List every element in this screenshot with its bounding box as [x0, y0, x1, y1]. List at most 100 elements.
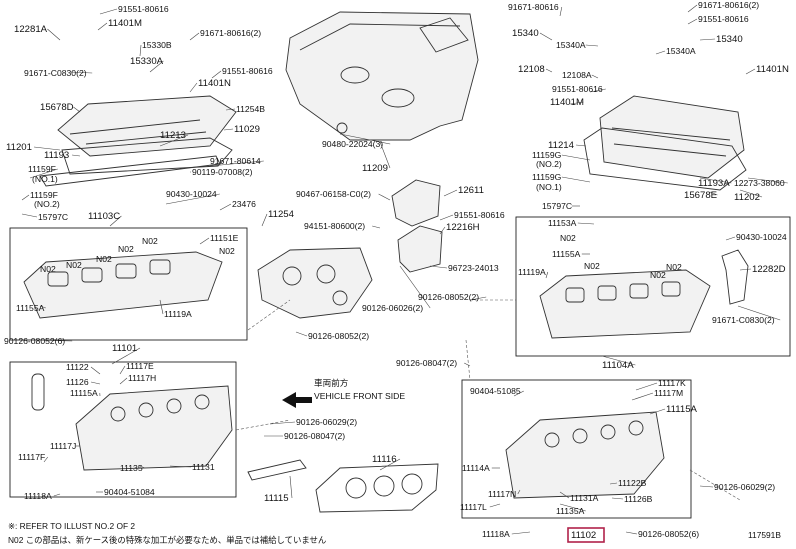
left-cover-gasket-part: [39, 155, 221, 187]
leader-line: [21, 194, 30, 201]
part-label: 96723-24013: [448, 263, 499, 273]
leader-line: [261, 213, 268, 227]
leader-line: [29, 168, 58, 179]
connector-dash: [235, 419, 291, 431]
part-label: 11117M: [654, 388, 683, 398]
leader-line: [378, 193, 391, 201]
part-label: 15340A: [556, 40, 586, 50]
leader-line: [372, 225, 381, 229]
leader-line: [699, 177, 732, 184]
leader-line: [611, 497, 624, 500]
part-label: N02: [96, 254, 112, 264]
part-label: 11254B: [236, 104, 265, 114]
catalog-code: 117591B: [748, 530, 781, 540]
part-label: 15678E: [684, 190, 717, 201]
leader-line: [739, 189, 763, 198]
part-label: 91551-80616: [698, 14, 749, 24]
leader-line: [489, 503, 501, 508]
leader-line: [169, 465, 192, 468]
part-label: 90126-06026(2): [362, 303, 423, 313]
part-label: 90467-06158-C0(2): [296, 189, 371, 199]
leader-line: [745, 68, 756, 75]
part-label: (NO.2): [34, 199, 60, 209]
leader-line: [111, 347, 141, 365]
right-manifold-group-box: [515, 216, 791, 357]
leader-line: [589, 88, 606, 93]
leader-line: [379, 141, 391, 169]
part-label: 11209: [362, 163, 388, 174]
leader-line: [159, 299, 164, 315]
part-label: 11117J: [50, 441, 76, 451]
part-label: 90126-06029(2): [296, 417, 357, 427]
part-label: 11159G: [532, 150, 562, 160]
leader-line: [43, 456, 49, 463]
leader-line: [295, 331, 308, 337]
leader-line: [443, 189, 458, 197]
leader-line: [635, 382, 658, 391]
part-label: 11214: [548, 140, 575, 151]
part-label: 90126-08052(6): [638, 529, 699, 539]
leader-line: [559, 503, 586, 512]
part-label: (NO.1): [32, 174, 58, 184]
part-label: 11117L: [460, 502, 487, 512]
part-label: 90126-06029(2): [714, 482, 775, 492]
leader-line: [69, 71, 93, 74]
part-label: 11118A: [24, 491, 52, 501]
part-label: 11131: [192, 462, 215, 472]
part-label: 11159G: [532, 172, 562, 182]
right-cylinder-head-part: [505, 411, 665, 499]
leader-line: [625, 531, 638, 535]
leader-line: [97, 22, 108, 31]
part-label: 11119A: [518, 267, 546, 277]
leader-line: [561, 154, 591, 161]
leader-line: [513, 390, 524, 397]
part-label: 11126B: [624, 494, 653, 504]
leader-line: [517, 489, 521, 495]
part-label: 23476: [232, 199, 256, 209]
part-label: N02: [666, 262, 682, 272]
part-label: 11193A: [698, 178, 730, 189]
bracket-part: [391, 179, 443, 273]
right-intake-manifold-part: [539, 249, 749, 339]
leader-line: [725, 236, 736, 241]
part-label: 15330A: [130, 56, 164, 67]
leader-line: [609, 482, 618, 485]
part-label: 車両前方: [314, 377, 349, 388]
part-label: 11135: [120, 463, 143, 473]
part-label: 15330B: [142, 40, 172, 50]
leader-line: [165, 193, 220, 205]
leader-line: [561, 176, 591, 183]
engine-cover-part: [285, 11, 479, 141]
part-label: 94151-80600(2): [304, 221, 365, 231]
leader-line: [139, 465, 146, 469]
leader-line: [289, 475, 293, 499]
part-label: 15340: [716, 34, 743, 45]
part-label: 11155A: [552, 249, 581, 259]
part-label: (NO.2): [536, 159, 562, 169]
part-label: 11122B: [618, 478, 647, 488]
leader-line: [219, 203, 232, 211]
part-label: N02: [118, 244, 134, 254]
part-label: 11254: [268, 209, 295, 220]
leader-line: [464, 362, 471, 367]
connector-dash: [465, 339, 471, 381]
leader-line: [655, 50, 666, 55]
leader-line: [699, 38, 716, 41]
part-label: 91551-80616: [552, 84, 603, 94]
leader-line: [631, 392, 654, 401]
part-label: 11153A: [548, 218, 577, 228]
leader-line: [225, 108, 236, 111]
leader-line: [47, 28, 61, 41]
leader-line: [223, 128, 234, 131]
part-label: 11401N: [756, 64, 789, 75]
leader-line: [33, 146, 61, 151]
leader-line: [585, 44, 599, 47]
leader-line: [575, 144, 587, 147]
leader-line: [73, 106, 81, 113]
leader-line: [159, 134, 189, 147]
part-label: 11131A: [570, 493, 599, 503]
part-label: 11193: [44, 150, 69, 161]
footnote-n02: N02 この部品は、新ケース後の特殊な加工が必要なため、単品では補給していません: [8, 535, 327, 545]
leader-line: [545, 271, 549, 279]
leader-line: [699, 485, 714, 488]
